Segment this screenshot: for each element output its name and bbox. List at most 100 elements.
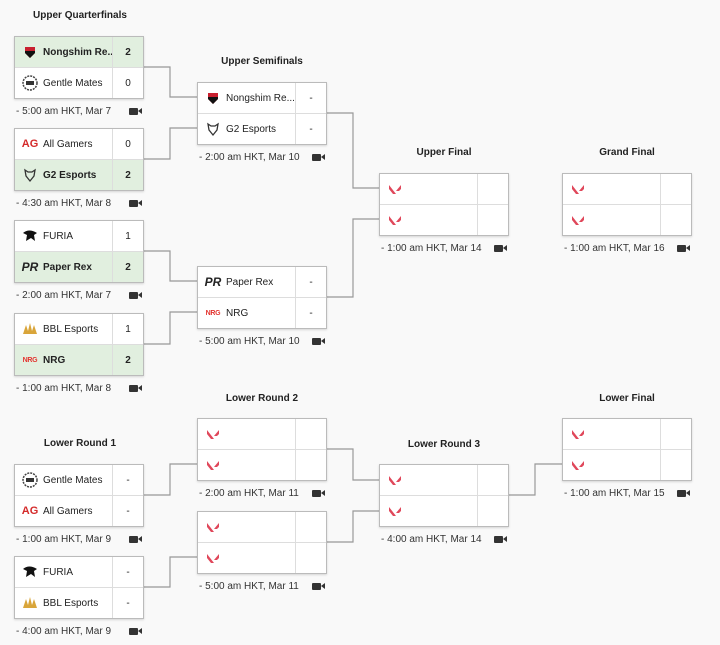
team-score [660,205,691,235]
team-row[interactable]: Nongshim Re... - [198,83,326,114]
nrg-icon: NRG [22,356,38,364]
valorant-icon [570,426,586,442]
team-row[interactable] [380,465,508,496]
video-camera-icon[interactable] [129,108,142,115]
team-score: 0 [112,129,143,159]
match-card[interactable]: FURIA - BBL Esports - [14,556,144,619]
match-uqf4[interactable]: BBL Esports 1 NRG NRG 2- 1:00 am HKT, Ma… [14,313,144,394]
match-uqf1[interactable]: Nongshim Re... 2 Gentle Mates 0- 5:00 am… [14,36,144,117]
team-row[interactable] [563,174,691,205]
video-camera-icon[interactable] [312,338,325,345]
team-row[interactable] [380,205,508,235]
team-row[interactable] [198,512,326,543]
match-card[interactable] [197,418,327,481]
round-title-lr3: Lower Round 3 [407,439,481,450]
valorant-icon [205,519,221,535]
match-uqf2[interactable]: AG All Gamers 0 G2 Esports 2- 4:30 am HK… [14,128,144,209]
match-card[interactable]: BBL Esports 1 NRG NRG 2 [14,313,144,376]
match-card[interactable]: Gentle Mates - AG All Gamers - [14,464,144,527]
team-score [477,465,508,495]
video-camera-icon[interactable] [494,536,507,543]
team-row[interactable]: PR Paper Rex - [198,267,326,298]
match-card[interactable]: AG All Gamers 0 G2 Esports 2 [14,128,144,191]
team-score: - [295,298,326,328]
match-card[interactable]: PR Paper Rex - NRG NRG - [197,266,327,329]
team-row[interactable]: Nongshim Re... 2 [15,37,143,68]
video-camera-icon[interactable] [677,490,690,497]
match-card[interactable] [562,418,692,481]
match-card[interactable] [379,464,509,527]
video-camera-icon[interactable] [129,200,142,207]
team-name: All Gamers [43,505,93,517]
video-camera-icon[interactable] [677,245,690,252]
video-camera-icon[interactable] [312,154,325,161]
round-title-usf: Upper Semifinals [221,56,303,67]
team-score [295,543,326,573]
team-row[interactable]: AG All Gamers 0 [15,129,143,160]
team-row[interactable]: NRG NRG 2 [15,345,143,375]
video-camera-icon[interactable] [312,583,325,590]
team-score: - [295,83,326,113]
team-row[interactable]: PR Paper Rex 2 [15,252,143,282]
match-usf1[interactable]: Nongshim Re... - G2 Esports -- 2:00 am H… [197,82,327,163]
nongshim-icon [205,90,221,106]
match-uqf3[interactable]: FURIA 1 PR Paper Rex 2- 2:00 am HKT, Mar… [14,220,144,301]
team-row[interactable] [563,205,691,235]
team-name: Gentle Mates [43,77,103,89]
team-row[interactable] [563,450,691,480]
video-camera-icon[interactable] [129,292,142,299]
team-score [295,512,326,542]
team-row[interactable]: BBL Esports 1 [15,314,143,345]
team-row[interactable]: BBL Esports - [15,588,143,618]
paper-rex-icon: PR [21,260,39,274]
match-gf[interactable]: - 1:00 am HKT, Mar 16 [562,173,692,254]
match-card[interactable] [197,511,327,574]
team-row[interactable]: FURIA 1 [15,221,143,252]
team-row[interactable]: Gentle Mates 0 [15,68,143,98]
round-title-uf: Upper Final [416,147,472,158]
valorant-icon [205,550,221,566]
team-row[interactable]: G2 Esports - [198,114,326,144]
team-name: Nongshim Re... [43,46,112,58]
team-row[interactable]: G2 Esports 2 [15,160,143,190]
video-camera-icon[interactable] [494,245,507,252]
video-camera-icon[interactable] [129,385,142,392]
match-time: - 1:00 am HKT, Mar 9 [16,534,112,545]
team-row[interactable]: FURIA - [15,557,143,588]
match-lr1a[interactable]: Gentle Mates - AG All Gamers - - 1:00 am … [14,464,144,545]
match-time: - 2:00 am HKT, Mar 11 [199,488,299,499]
bbl-icon [22,595,38,611]
match-uf[interactable]: - 1:00 am HKT, Mar 14 [379,173,509,254]
team-row[interactable] [380,496,508,526]
round-title-lf: Lower Final [599,393,655,404]
team-row[interactable] [380,174,508,205]
team-score: 1 [112,314,143,344]
match-card[interactable]: Nongshim Re... - G2 Esports - [197,82,327,145]
match-lf[interactable]: - 1:00 am HKT, Mar 15 [562,418,692,499]
match-lr2a[interactable]: - 2:00 am HKT, Mar 11 [197,418,327,499]
match-lr3[interactable]: - 4:00 am HKT, Mar 14 [379,464,509,545]
match-card[interactable]: FURIA 1 PR Paper Rex 2 [14,220,144,283]
team-row[interactable] [198,419,326,450]
team-row[interactable]: AG All Gamers - [15,496,143,526]
team-score [660,174,691,204]
team-row[interactable]: NRG NRG - [198,298,326,328]
round-title-gf: Grand Final [599,147,655,158]
team-row[interactable]: Gentle Mates - [15,465,143,496]
match-card[interactable] [562,173,692,236]
team-row[interactable] [198,543,326,573]
video-camera-icon[interactable] [312,490,325,497]
team-row[interactable] [563,419,691,450]
team-score: - [112,465,143,495]
match-lr1b[interactable]: FURIA - BBL Esports -- 4:00 am HKT, Mar … [14,556,144,637]
match-card[interactable]: Nongshim Re... 2 Gentle Mates 0 [14,36,144,99]
round-title-lr2: Lower Round 2 [225,393,299,404]
team-row[interactable] [198,450,326,480]
match-time: - 5:00 am HKT, Mar 11 [199,581,299,592]
video-camera-icon[interactable] [129,628,142,635]
team-name: BBL Esports [43,323,99,335]
match-usf2[interactable]: PR Paper Rex - NRG NRG -- 5:00 am HKT, M… [197,266,327,347]
match-card[interactable] [379,173,509,236]
match-lr2b[interactable]: - 5:00 am HKT, Mar 11 [197,511,327,592]
video-camera-icon[interactable] [129,536,142,543]
